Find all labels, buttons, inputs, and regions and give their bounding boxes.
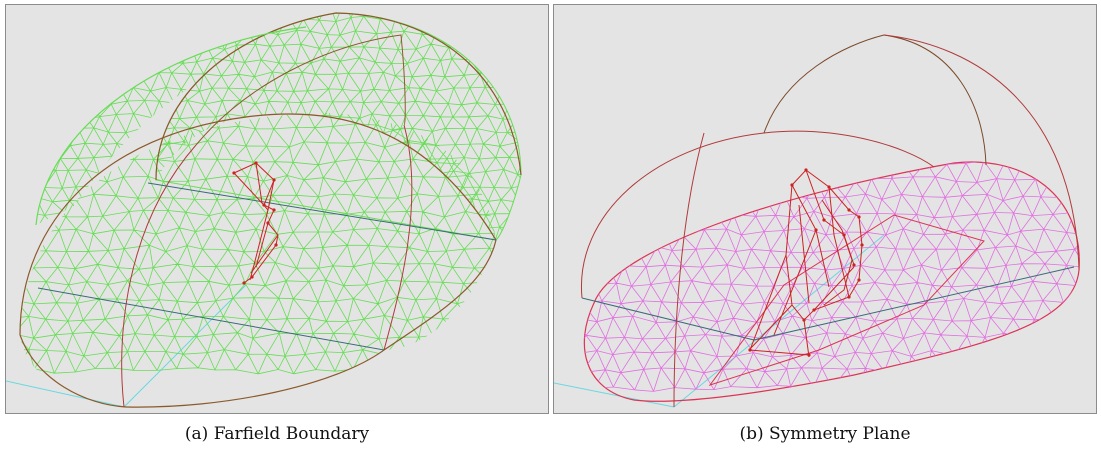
front-arch-curve xyxy=(19,113,497,336)
inner-cutout xyxy=(708,214,985,386)
body-vertices xyxy=(232,161,278,285)
front-arch xyxy=(580,130,935,299)
body-vertices xyxy=(748,168,864,357)
back-arch-curve xyxy=(155,12,522,181)
caption-symmetry-plane: (b) Symmetry Plane xyxy=(739,424,911,444)
symmetry-mesh xyxy=(584,161,1080,393)
y-axis-line xyxy=(673,234,885,408)
x-axis-line xyxy=(6,380,125,408)
back-arch xyxy=(763,34,987,166)
lower-seam-line xyxy=(37,287,385,351)
body-wireframe xyxy=(233,162,279,284)
right-arch xyxy=(883,34,1080,271)
y-axis-line xyxy=(123,284,247,408)
x-axis-line xyxy=(554,382,675,408)
symmetry-plane-panel xyxy=(553,4,1097,414)
caption-farfield-boundary: (a) Farfield Boundary xyxy=(184,424,370,444)
upper-seam-line xyxy=(147,182,497,241)
bottom-edge-curve xyxy=(19,239,497,408)
left-drop xyxy=(673,132,705,408)
mesh-edges xyxy=(584,161,1080,393)
symmetry-plane-render xyxy=(554,34,1080,408)
plane-outline xyxy=(583,161,1080,402)
farfield-boundary-render xyxy=(6,12,522,408)
farfield-boundary-panel xyxy=(5,4,549,414)
